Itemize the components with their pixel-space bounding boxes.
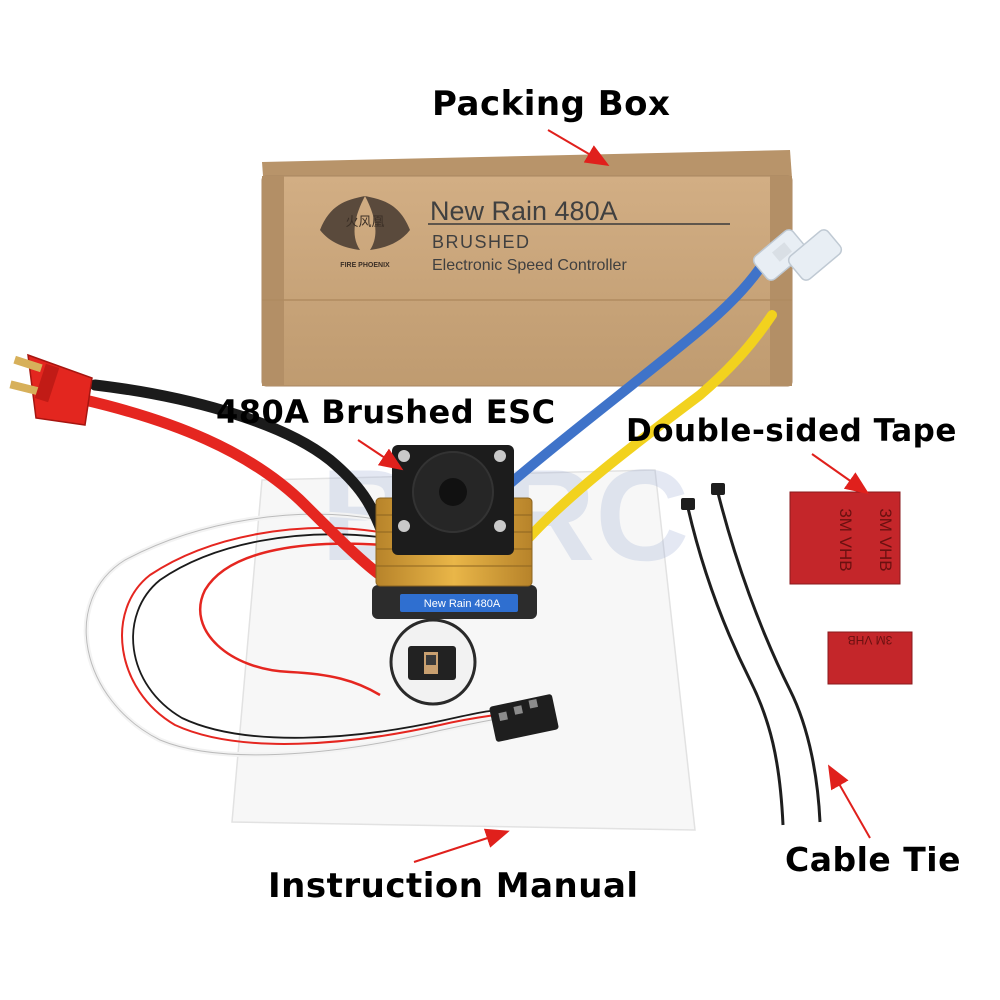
esc-label-plate xyxy=(400,594,518,612)
box-left-flap xyxy=(262,176,284,386)
esc-body: New Rain 480A xyxy=(372,445,537,619)
tape-print: 3M VHB xyxy=(836,508,855,571)
callout-cable-tie: Cable Tie xyxy=(785,840,961,879)
battery-leads xyxy=(79,379,388,581)
t-plug-connector xyxy=(9,353,93,426)
fan-screw xyxy=(494,520,506,532)
box-right-flap xyxy=(770,176,792,386)
signal-lead xyxy=(83,511,503,758)
logo-caption: FIRE PHOENIX xyxy=(340,262,390,269)
fan-screw xyxy=(494,450,506,462)
callout-instruction-manual: Instruction Manual xyxy=(268,866,639,906)
bullet-terminals xyxy=(752,229,843,281)
phoenix-logo: 火风凰 FIRE PHOENIX xyxy=(320,196,410,269)
cable-ties xyxy=(681,483,822,826)
box-tagline: Electronic Speed Controller xyxy=(432,257,627,274)
double-sided-tape: 3M VHB 3M VHB 3M VHB xyxy=(789,491,913,685)
callout-arrows xyxy=(357,129,871,863)
switch-inset xyxy=(389,618,477,706)
motor-leads xyxy=(500,263,777,553)
arrow-manual xyxy=(413,828,510,863)
esc-label-text: New Rain 480A xyxy=(424,598,501,610)
fan-screw xyxy=(398,450,410,462)
packing-box: 火风凰 FIRE PHOENIX New Rain 480A BRUSHED E… xyxy=(261,150,793,387)
arrow-packing-box xyxy=(547,129,610,167)
arrow-tape xyxy=(811,453,870,495)
servo-connector xyxy=(489,694,559,742)
logo-glyphs: 火风凰 xyxy=(345,214,384,229)
arrow-cable-tie xyxy=(828,764,871,839)
tape-print: 3M VHB xyxy=(876,508,895,571)
tape-large xyxy=(790,492,900,584)
box-subtitle: BRUSHED xyxy=(432,232,531,252)
tape-small xyxy=(827,631,913,685)
arrow-esc xyxy=(357,439,404,471)
fan-screw xyxy=(398,520,410,532)
callout-esc: 480A Brushed ESC xyxy=(216,393,556,431)
callout-packing-box: Packing Box xyxy=(432,84,671,124)
tape-print: 3M VHB xyxy=(848,633,893,647)
callout-double-sided-tape: Double-sided Tape xyxy=(626,413,957,449)
box-title: New Rain 480A xyxy=(430,196,618,226)
